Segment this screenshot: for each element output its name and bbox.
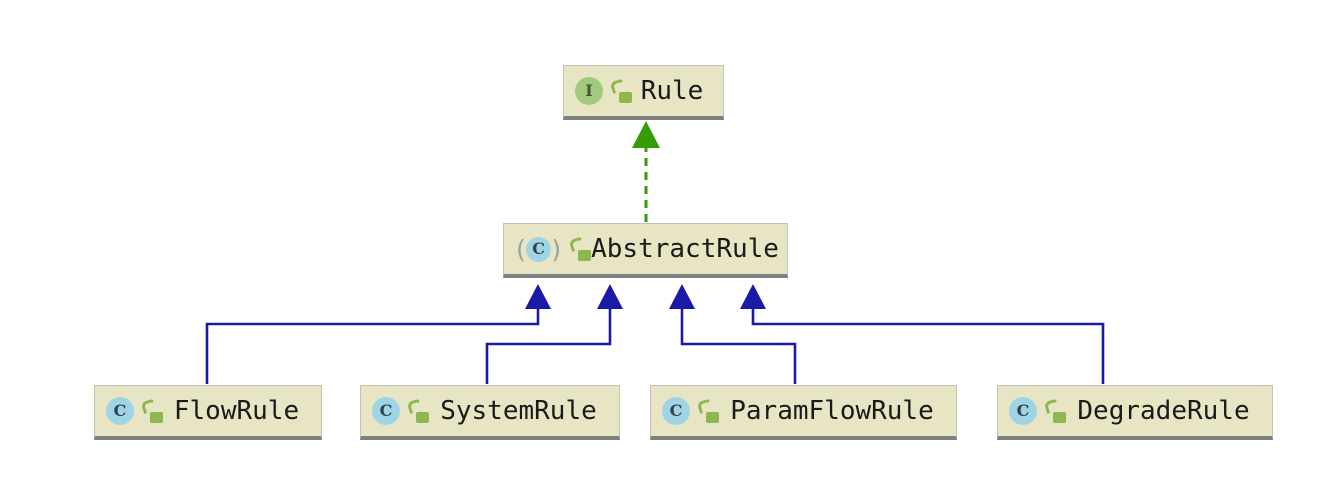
unlocked-padlock-icon [140, 397, 163, 423]
class-icon: C [662, 397, 690, 425]
generalization-arrowhead-icon [740, 284, 766, 309]
node-abstractrule[interactable]: ( C ) AbstractRule [503, 223, 788, 278]
class-icon: C [372, 397, 400, 425]
generalization-arrowhead-icon [597, 284, 623, 309]
unlocked-padlock-icon [1043, 397, 1066, 423]
generalization-arrowhead-icon [669, 284, 695, 309]
edge-flowrule-to-abstractrule[interactable] [205, 284, 551, 384]
edge-line [205, 307, 540, 384]
node-label: ParamFlowRule [730, 396, 934, 426]
padlock-body [578, 249, 592, 261]
node-label: SystemRule [440, 396, 597, 426]
node-label: AbstractRule [591, 234, 779, 264]
node-paramflowrule[interactable]: C ParamFlowRule [650, 385, 957, 440]
edge-abstractrule-to-rule[interactable] [632, 121, 660, 222]
unlocked-padlock-icon [406, 397, 429, 423]
class-icon: C [1009, 397, 1037, 425]
node-label: FlowRule [173, 396, 300, 426]
class-circle-icon: C [372, 397, 400, 425]
unlocked-padlock-icon [609, 77, 632, 103]
class-circle-icon: C [526, 236, 552, 262]
abstract-paren-close: ) [549, 234, 565, 264]
edge-line [680, 307, 797, 384]
abstract-class-icon: ( C ) [513, 234, 565, 264]
node-label: Rule [640, 76, 704, 106]
node-label: DegradeRule [1077, 396, 1250, 426]
class-circle-icon: C [1009, 397, 1037, 425]
abstract-paren-open: ( [513, 234, 529, 264]
edge-systemrule-to-abstractrule[interactable] [485, 284, 623, 384]
padlock-body [1053, 411, 1066, 423]
node-systemrule[interactable]: C SystemRule [360, 385, 620, 440]
generalization-arrowhead-icon [525, 284, 551, 309]
node-degraderule[interactable]: C DegradeRule [997, 385, 1273, 440]
node-flowrule[interactable]: C FlowRule [94, 385, 322, 440]
padlock-body [706, 411, 719, 423]
class-circle-icon: C [662, 397, 690, 425]
edge-paramflowrule-to-abstractrule[interactable] [669, 284, 797, 384]
class-icon: C [106, 397, 134, 425]
padlock-body [416, 411, 429, 423]
padlock-body [619, 91, 632, 103]
class-circle-icon: C [106, 397, 134, 425]
unlocked-padlock-icon [568, 235, 592, 261]
unlocked-padlock-icon [696, 397, 719, 423]
edge-degraderule-to-abstractrule[interactable] [740, 284, 1105, 384]
edge-line [485, 307, 612, 384]
edge-line [751, 307, 1105, 384]
interface-circle-icon: I [575, 77, 603, 105]
interface-icon: I [575, 77, 603, 105]
padlock-body [150, 411, 163, 423]
node-rule[interactable]: I Rule [563, 65, 724, 120]
realization-arrowhead-icon [632, 121, 660, 148]
